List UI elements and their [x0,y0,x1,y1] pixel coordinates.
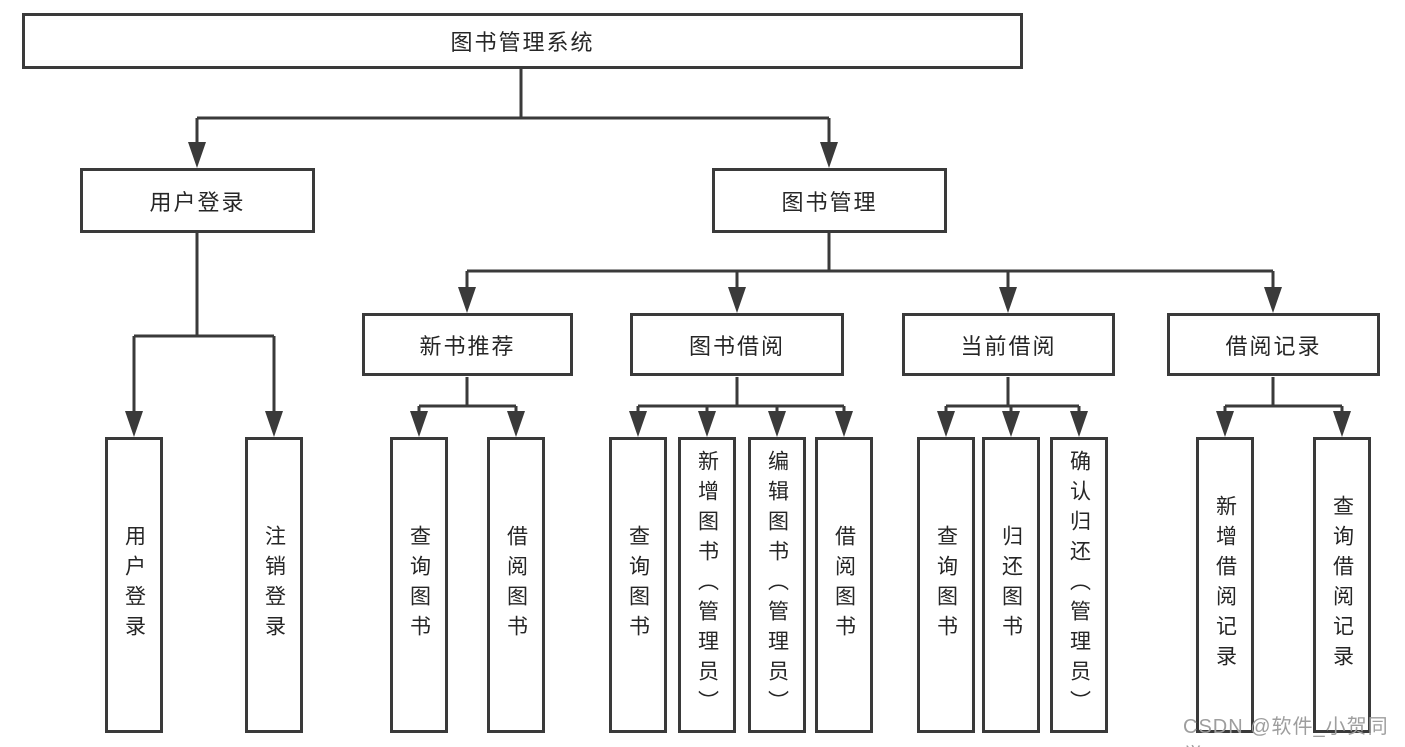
leaf-user-login: 用户登录 [105,437,163,733]
leaf-query-books-recommend: 查询图书 [390,437,448,733]
leaf-borrow-books: 借阅图书 [815,437,873,733]
leaf-query-books-current: 查询图书 [917,437,975,733]
leaf-borrow-books-label: 借阅图书 [832,525,856,645]
csdn-watermark: CSDN @软件_小贺同学 [1183,716,1389,747]
connector-root-to-level2 [188,69,838,168]
leaf-logout-label: 注销登录 [262,525,286,645]
node-user-login: 用户登录 [80,168,315,233]
leaf-add-books-admin-label: 新增图书（管理员） [695,450,719,720]
connector-currentborrow-to-leaves [937,377,1088,437]
node-new-book-recommend: 新书推荐 [362,313,573,376]
node-book-borrow-label: 图书借阅 [688,333,785,359]
leaf-edit-books-admin: 编辑图书（管理员） [748,437,806,733]
node-borrow-records-label: 借阅记录 [1225,333,1322,359]
node-current-borrow-label: 当前借阅 [960,333,1057,359]
leaf-add-borrow-record-label: 新增借阅记录 [1213,495,1237,675]
connector-newbooks-to-leaves [410,377,525,437]
connector-borrowrecords-to-leaves [1216,377,1351,437]
node-book-management-label: 图书管理 [781,189,878,215]
leaf-query-borrow-record-label: 查询借阅记录 [1330,495,1354,675]
leaf-confirm-return-admin: 确认归还（管理员） [1050,437,1108,733]
leaf-edit-books-admin-label: 编辑图书（管理员） [765,450,789,720]
node-new-book-recommend-label: 新书推荐 [419,333,516,359]
leaf-confirm-return-admin-label: 确认归还（管理员） [1067,450,1091,720]
leaf-user-login-label: 用户登录 [122,525,146,645]
leaf-add-books-admin: 新增图书（管理员） [678,437,736,733]
connector-bookborrow-to-leaves [629,377,853,437]
node-book-borrow: 图书借阅 [630,313,844,376]
leaf-logout: 注销登录 [245,437,303,733]
leaf-query-books-recommend-label: 查询图书 [407,525,431,645]
node-library-system: 图书管理系统 [22,13,1023,69]
node-borrow-records: 借阅记录 [1167,313,1380,376]
leaf-query-borrow-record: 查询借阅记录 [1313,437,1371,733]
connector-bookmgmt-to-level3 [458,233,1282,313]
leaf-query-books-borrow-label: 查询图书 [626,525,650,645]
leaf-return-books-label: 归还图书 [999,525,1023,645]
leaf-query-books-current-label: 查询图书 [934,525,958,645]
leaf-borrow-books-recommend-label: 借阅图书 [504,525,528,645]
node-current-borrow: 当前借阅 [902,313,1115,376]
node-book-management: 图书管理 [712,168,947,233]
leaf-borrow-books-recommend: 借阅图书 [487,437,545,733]
leaf-query-books-borrow: 查询图书 [609,437,667,733]
leaf-return-books: 归还图书 [982,437,1040,733]
connector-userlogin-to-leaves [125,233,283,437]
leaf-add-borrow-record: 新增借阅记录 [1196,437,1254,733]
node-user-login-label: 用户登录 [149,189,246,215]
node-library-system-label: 图书管理系统 [450,30,595,55]
